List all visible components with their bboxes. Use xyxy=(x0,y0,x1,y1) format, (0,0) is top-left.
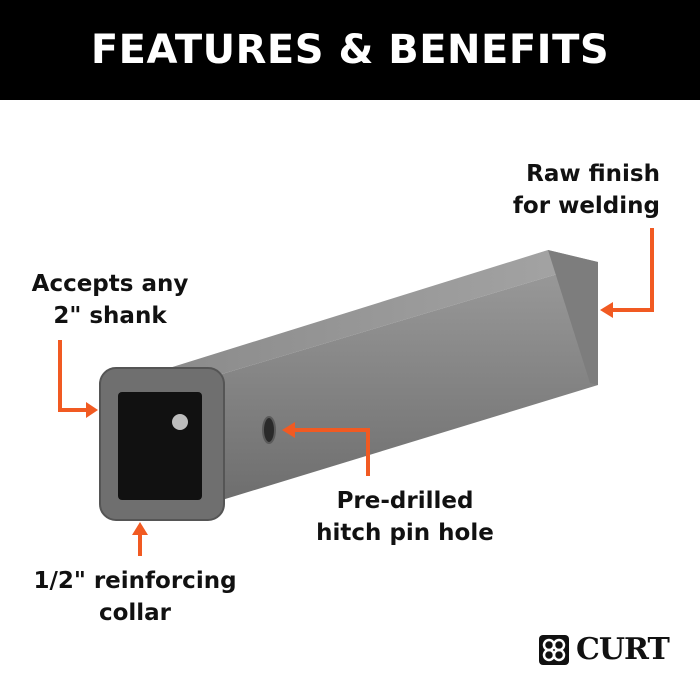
callout-line: 1/2" reinforcing xyxy=(33,568,237,594)
tube-side-face xyxy=(222,262,598,500)
arrowhead-icon xyxy=(282,422,295,438)
callout-accepts-shank: Accepts any 2" shank xyxy=(10,268,210,332)
tube-end-face xyxy=(548,250,598,385)
curt-emblem-icon xyxy=(539,634,569,665)
callout-line: collar xyxy=(98,600,172,626)
callout-collar: 1/2" reinforcing collar xyxy=(20,565,250,629)
brand-name: CURT xyxy=(576,632,670,667)
callout-pin-hole: Pre-drilled hitch pin hole xyxy=(300,485,510,549)
page-title: FEATURES & BENEFITS xyxy=(90,27,610,73)
callout-arrows xyxy=(58,228,654,556)
curt-logo: CURT xyxy=(538,632,670,667)
hitch-pin-hole xyxy=(262,416,276,444)
tube-top-face xyxy=(150,250,598,374)
collar-opening xyxy=(118,392,202,500)
inner-pin-hole xyxy=(172,414,188,430)
arrowhead-icon xyxy=(132,522,148,535)
callout-line: for welding xyxy=(512,193,660,219)
arrowhead-icon xyxy=(86,402,98,418)
callout-line: Raw finish xyxy=(526,161,660,187)
callout-line: Pre-drilled xyxy=(336,488,474,514)
callout-line: 2" shank xyxy=(53,303,167,329)
arrowhead-icon xyxy=(600,302,613,318)
callout-line: hitch pin hole xyxy=(316,520,494,546)
header-banner: FEATURES & BENEFITS xyxy=(0,0,700,100)
callout-line: Accepts any xyxy=(31,271,189,297)
callout-raw-finish: Raw finish for welding xyxy=(513,158,660,222)
